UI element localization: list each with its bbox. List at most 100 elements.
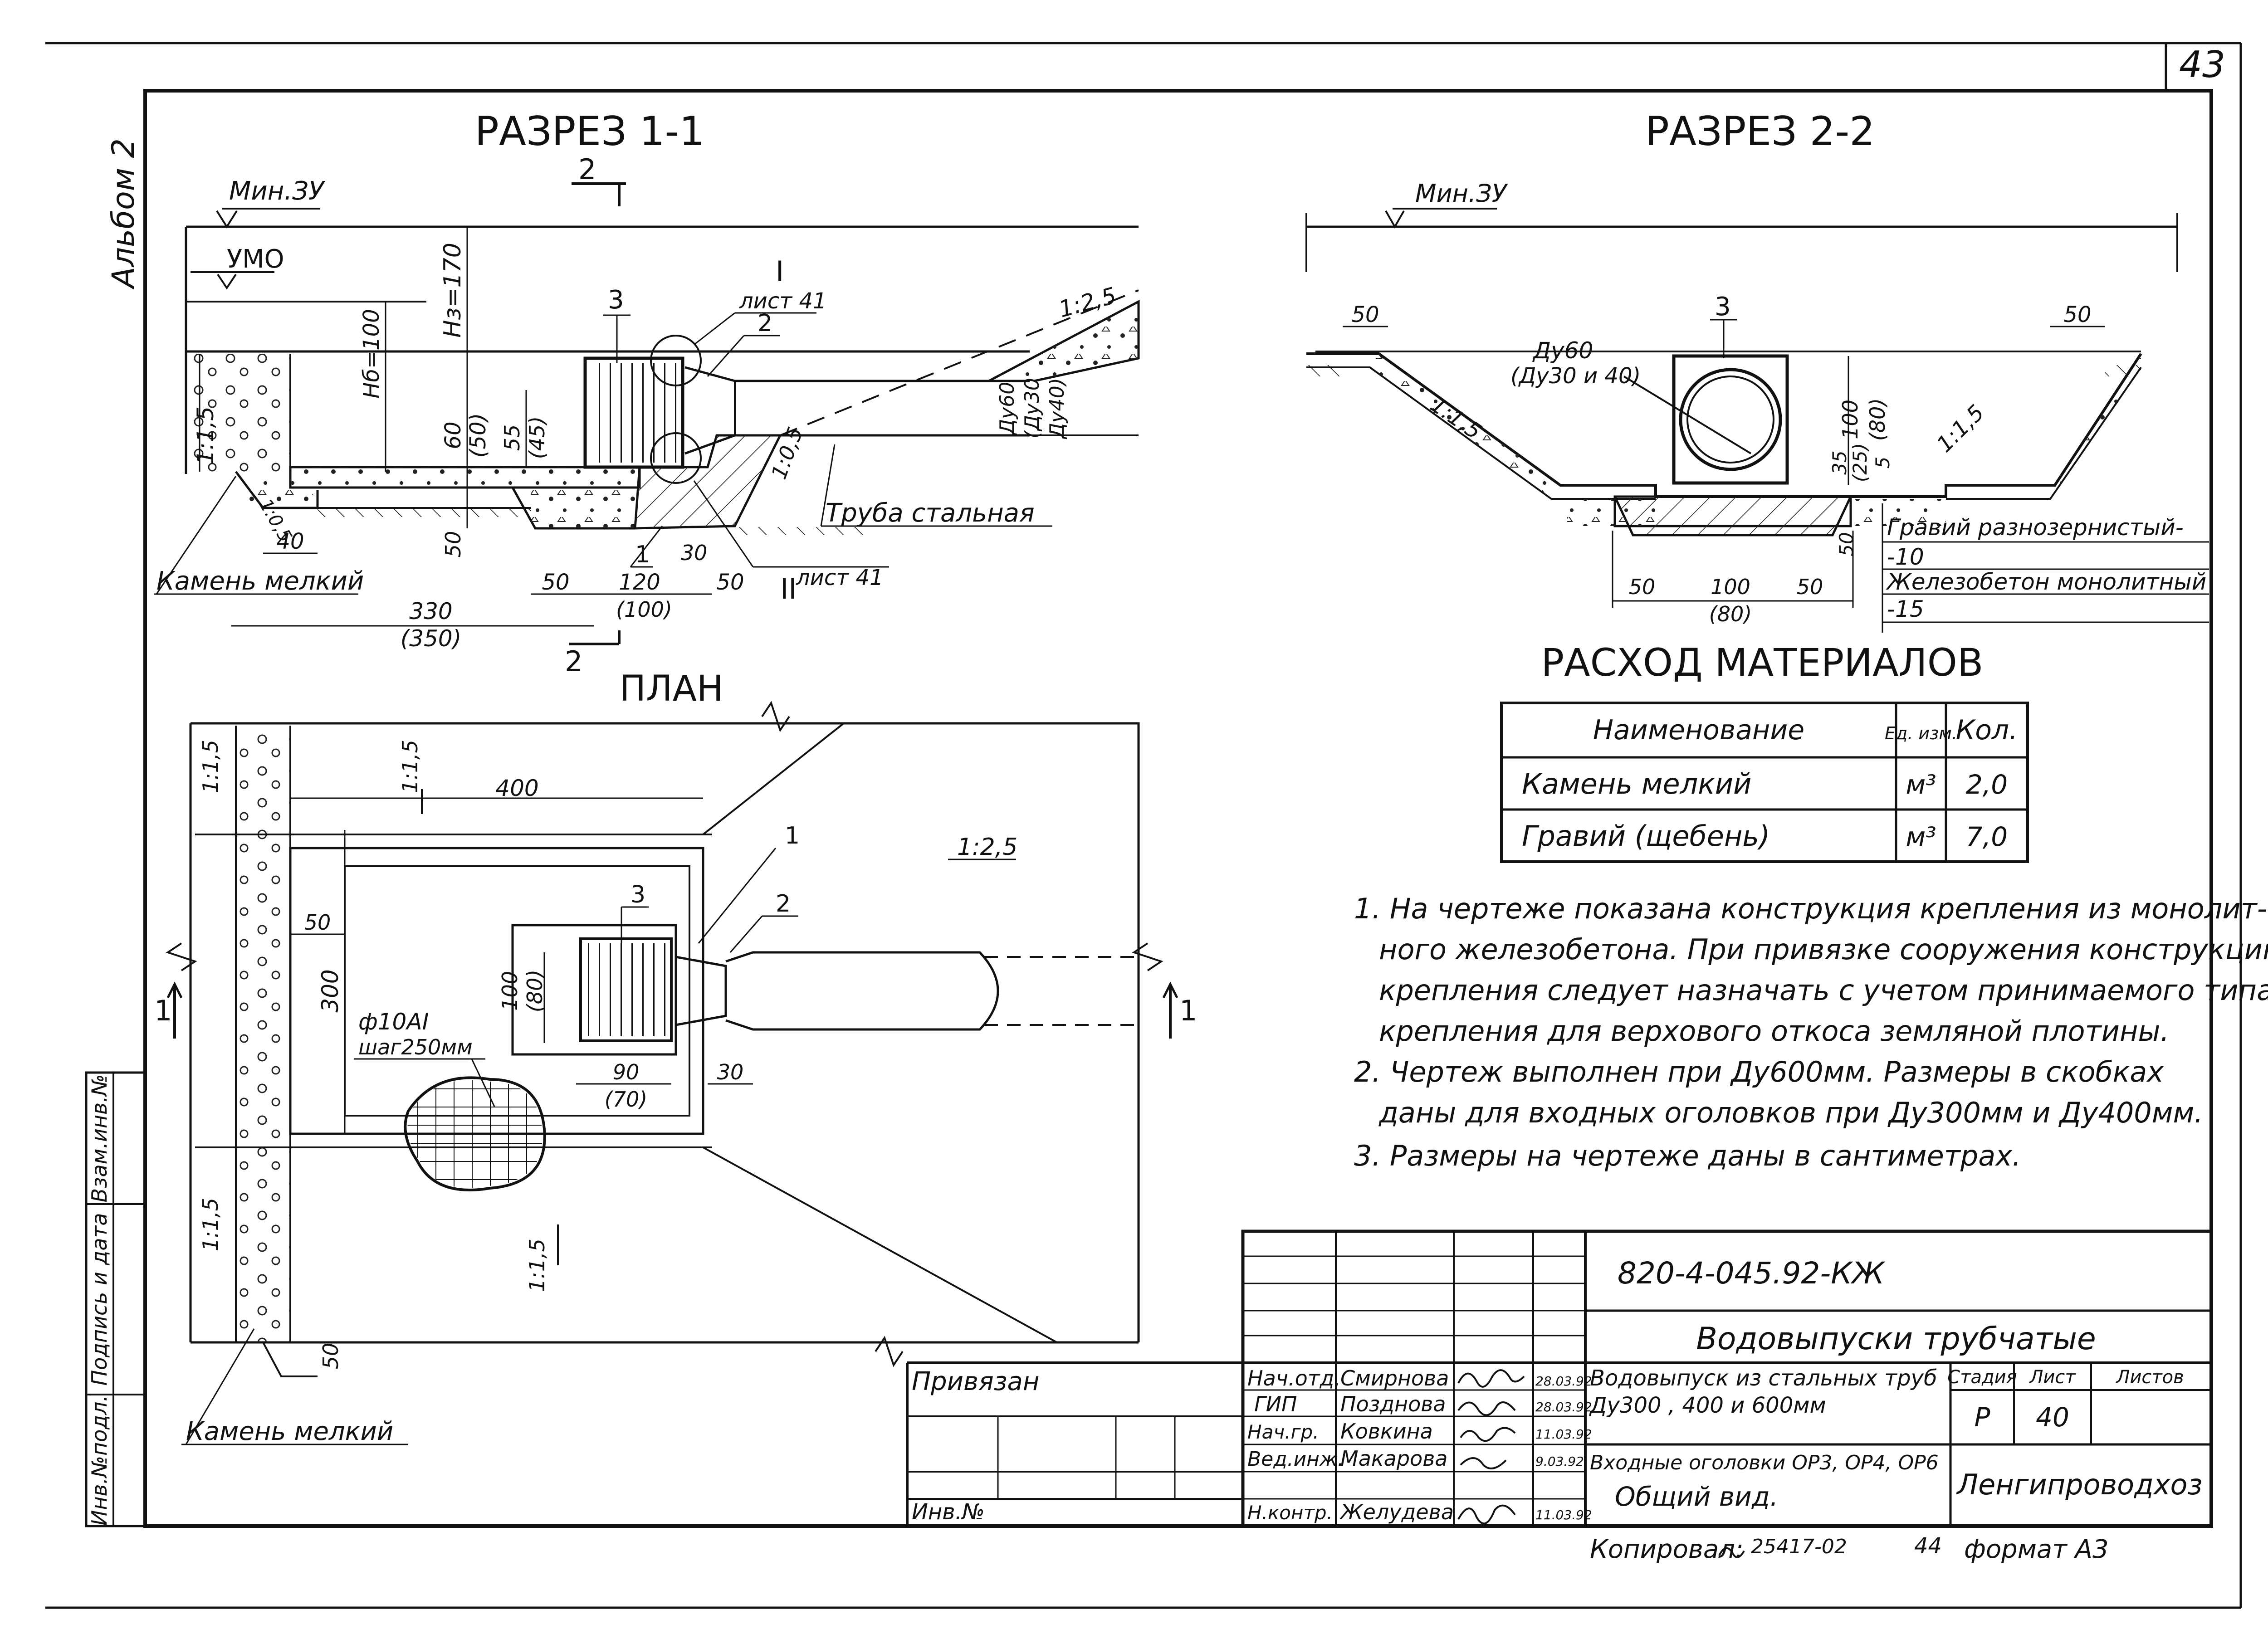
plan-dim-100: 100	[498, 971, 522, 1011]
plan-dim-300: 300	[317, 969, 343, 1012]
note-line-6: даны для входных оголовков при Ду300мм и…	[1378, 1096, 2203, 1129]
plan-callout-2: 2	[776, 890, 791, 917]
plan-slope-right: 1:2,5	[957, 834, 1017, 861]
section-2-2-title: РАЗРЕЗ 2-2	[1645, 108, 1875, 155]
dim-50-paren: (50)	[465, 413, 491, 458]
note-line-4: крепления для верхового откоса земляной …	[1379, 1015, 2169, 1048]
min-level-label-2: Мин.ЗУ	[1415, 179, 1508, 208]
tb-attached: Привязан	[912, 1367, 1039, 1396]
side-stamp-repl: Взам.инв.№	[87, 1074, 112, 1202]
legend-gravel: Гравий разнозернистый-	[1887, 514, 2184, 541]
plan-dim-30: 30	[717, 1060, 744, 1084]
tb-copy-num: 25417-02	[1751, 1535, 1847, 1558]
pipe-label: Труба стальная	[826, 498, 1035, 528]
note-line-7: 3. Размеры на чертеже даны в сантиметрах…	[1354, 1139, 2021, 1172]
umo-label: УМО	[227, 244, 284, 274]
materials-row-2-unit: м³	[1906, 821, 1936, 852]
node-I: I	[776, 255, 784, 288]
tb-role-2: ГИП	[1254, 1392, 1297, 1416]
dim-30-s1: 30	[681, 541, 708, 565]
cut-mark-top: 2	[578, 153, 596, 186]
dim-50-v: 50	[441, 531, 465, 558]
dia-40: Ду40)	[1046, 378, 1069, 439]
note-line-1: 1. На чертеже показана конструкция крепл…	[1354, 892, 2267, 925]
plan-cut-left: 1	[154, 994, 172, 1027]
dia-alt-s2: (Ду30 и 40)	[1510, 363, 1641, 389]
dim-80-v-s2: (80)	[1865, 398, 1890, 441]
plan-dim-50-bottom: 50	[318, 1343, 343, 1370]
tb-name-1: Смирнова	[1340, 1366, 1449, 1390]
dim-80-b-s2: (80)	[1709, 602, 1752, 626]
plan-title: ПЛАН	[619, 668, 723, 709]
dim-55: 55	[500, 424, 524, 451]
tb-stage: Р	[1975, 1402, 1990, 1433]
plan-slope-left-bottom: 1:1,5	[198, 1198, 223, 1251]
dim-350-paren: (350)	[401, 625, 461, 652]
dim-5-s2: 5	[1872, 457, 1894, 469]
node-II-sheet: лист 41	[796, 565, 884, 590]
materials-header-name: Наименование	[1593, 714, 1804, 746]
h-total: Hз=170	[439, 243, 466, 338]
tb-copy-extra: 44	[1914, 1533, 1942, 1559]
min-level-label-1: Мин.ЗУ	[229, 176, 326, 206]
signature-2	[1457, 1401, 1516, 1416]
signature-4	[1460, 1457, 1507, 1469]
title-block: Привязан Инв.№ Нач.отд. Смирнова 28.03.9…	[906, 1229, 2213, 1564]
plan-dim-50: 50	[304, 910, 331, 935]
tb-stage-label: Стадия	[1947, 1367, 2017, 1388]
materials-row-1-qty: 2,0	[1966, 769, 2008, 800]
dia-s2: Ду60	[1532, 337, 1593, 364]
dim-50-left-2: 50	[1351, 302, 1379, 327]
dim-50-right-2: 50	[2063, 302, 2091, 327]
plan-stone-label: Камень мелкий	[186, 1417, 393, 1446]
signature-1	[1457, 1369, 1525, 1388]
side-stamp: Инв.№подл. Подпись и дата Взам.инв.№	[85, 1071, 147, 1527]
materials-header-unit: Ед. изм.	[1885, 723, 1957, 743]
tb-sheet-desc-2: Общий вид.	[1615, 1481, 1778, 1512]
dim-50a: 50	[542, 570, 569, 595]
note-line-2: ного железобетона. При привязке сооружен…	[1379, 933, 2268, 966]
notes: 1. На чертеже показана конструкция крепл…	[1354, 892, 2268, 1172]
dim-100-v-s2: 100	[1838, 400, 1862, 439]
slope-right-bottom-1: 1:0,5	[767, 424, 808, 482]
plan-callout-3: 3	[631, 881, 645, 908]
callout-2-s1: 2	[758, 310, 772, 337]
tb-name-2: Позднова	[1340, 1392, 1446, 1416]
slope-left-2: 1:1,5	[1426, 392, 1486, 444]
tb-description-2: Ду300 , 400 и 600мм	[1589, 1393, 1826, 1418]
signature-3	[1460, 1427, 1516, 1442]
dim-60: 60	[440, 421, 466, 449]
plan-cut-right: 1	[1179, 994, 1197, 1027]
tb-date-5: 11.03.92	[1535, 1507, 1592, 1522]
page-number: 43	[2179, 44, 2225, 86]
dia-60: Ду60	[996, 382, 1019, 435]
materials-title: РАСХОД МАТЕРИАЛОВ	[1541, 640, 1984, 685]
legend-concrete: Железобетон монолитный	[1886, 569, 2206, 595]
tb-project: Водовыпуски трубчатые	[1696, 1321, 2096, 1357]
dim-50-b1-s2: 50	[1629, 575, 1656, 599]
plan-dim-90: 90	[613, 1060, 640, 1084]
tb-date-2: 28.03.92	[1535, 1400, 1592, 1415]
legend-gravel-2: -10	[1887, 544, 1924, 570]
materials-row-2-qty: 7,0	[1966, 821, 2008, 852]
dia-30: (Ду30	[1021, 378, 1044, 439]
callout-3-s2: 3	[1715, 292, 1731, 322]
note-line-5: 2. Чертеж выполнен при Ду600мм. Размеры …	[1354, 1055, 2164, 1088]
tb-org: Ленгипроводхоз	[1956, 1468, 2203, 1501]
tb-role-4: Вед.инж.	[1247, 1448, 1344, 1471]
materials-row-1-unit: м³	[1906, 769, 1936, 800]
tb-sheet-label: Лист	[2028, 1367, 2076, 1388]
tb-role-5: Н.контр.	[1247, 1502, 1333, 1524]
dim-35-s2: 35	[1828, 450, 1851, 474]
plan-callout-1: 1	[785, 822, 800, 849]
plan-view: ПЛАН 1:1,5 1:1,5	[154, 668, 1197, 1446]
dim-50-v-s2: 50	[1835, 532, 1857, 556]
h-b: Hб=100	[359, 309, 384, 399]
plan-slope-bottom: 1:1,5	[525, 1239, 549, 1292]
legend-concrete-2: -15	[1887, 596, 1924, 622]
side-stamp-sign: Подпись и дата	[87, 1213, 112, 1385]
callout-3-s1: 3	[608, 285, 624, 315]
dim-100-b-s2: 100	[1711, 575, 1750, 599]
tb-date-1: 28.03.92	[1535, 1374, 1592, 1389]
